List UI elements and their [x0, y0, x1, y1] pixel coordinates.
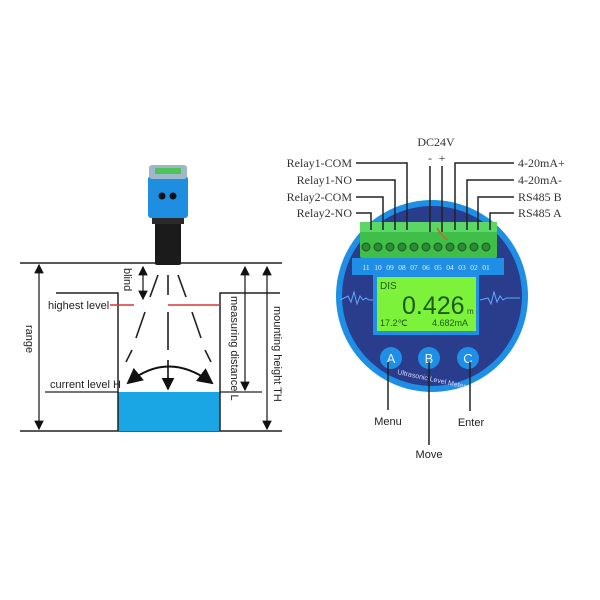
- terminal-screws: [361, 242, 491, 252]
- lcd-current: 4.682mA: [432, 318, 468, 328]
- terminal-label-relay2-com: Relay2-COM: [287, 190, 353, 204]
- terminal-number: 01: [482, 263, 490, 272]
- terminal-number: 10: [374, 263, 382, 272]
- echo-arc-arrow: [126, 365, 214, 385]
- button-c-key: C: [463, 351, 472, 366]
- terminal-number: 02: [470, 263, 478, 272]
- terminal-number: 05: [434, 263, 442, 272]
- move-label: Move: [416, 449, 443, 461]
- terminal-screw: [469, 242, 479, 252]
- terminal-screw: [421, 242, 431, 252]
- button-leader-lines: [387, 362, 471, 445]
- blind-label: blind: [121, 268, 133, 291]
- lcd-mode: DIS: [380, 281, 397, 292]
- terminal-label-rs485-b: RS485 B: [518, 190, 562, 204]
- ultrasonic-sensor: [148, 165, 188, 265]
- terminal-label-relay1-com: Relay1-COM: [287, 156, 353, 170]
- terminal-label-relay2-no: Relay2-NO: [297, 206, 353, 220]
- level-meter-device: 11 10 09 08 07 06 05 04 03 02 01 DIS 0.426 m 17.2℃…: [287, 135, 565, 461]
- installation-diagram: blind highest level range current level …: [20, 165, 283, 432]
- measuring-distance-label: measuring distance L: [228, 296, 240, 401]
- terminal-number-strip: [352, 258, 504, 275]
- lcd-value: 0.426: [402, 292, 465, 320]
- mounting-height-label: mounting height TH: [271, 306, 283, 402]
- terminal-screw: [397, 242, 407, 252]
- terminal-number: 06: [422, 263, 430, 272]
- power-negative: -: [428, 151, 432, 165]
- lcd-temperature: 17.2℃: [380, 318, 408, 328]
- water-fill: [118, 392, 220, 431]
- wire: [436, 227, 449, 241]
- terminal-screw: [445, 242, 455, 252]
- lcd-unit: m: [467, 307, 474, 316]
- tank-left-wall: [56, 292, 119, 431]
- power-label: DC24V: [417, 135, 455, 149]
- terminal-label-rs485-a: RS485 A: [518, 206, 562, 220]
- terminal-screw: [433, 242, 443, 252]
- button-a[interactable]: A: [380, 347, 402, 369]
- current-level-label: current level H: [50, 379, 121, 391]
- terminal-number: 08: [398, 263, 406, 272]
- button-c[interactable]: C: [457, 347, 479, 369]
- waveform-decoration: [339, 290, 520, 306]
- ultrasonic-beams: [125, 274, 212, 363]
- terminal-number: 11: [362, 263, 369, 272]
- menu-label: Menu: [374, 416, 402, 428]
- highest-level-label: highest level: [48, 300, 109, 312]
- button-b-key: B: [425, 351, 434, 366]
- terminal-label-relay1-no: Relay1-NO: [297, 173, 353, 187]
- terminal-screw: [373, 242, 383, 252]
- terminal-label-4-20ma-minus: 4-20mA-: [518, 173, 562, 187]
- enter-label: Enter: [458, 417, 485, 429]
- terminal-block-top: [360, 222, 497, 232]
- button-b[interactable]: B: [418, 347, 440, 369]
- terminal-screw: [457, 242, 467, 252]
- lcd-screen: [377, 277, 476, 331]
- button-a-key: A: [387, 351, 396, 366]
- terminal-label-4-20ma-plus: 4-20mA+: [518, 156, 565, 170]
- power-positive: +: [439, 151, 446, 165]
- terminal-number: 09: [386, 263, 394, 272]
- tank-right-wall: [219, 292, 280, 431]
- terminal-leader-lines: [356, 162, 514, 232]
- terminal-number: 07: [410, 263, 418, 272]
- terminal-screw: [361, 242, 371, 252]
- terminal-number: 04: [446, 263, 454, 272]
- terminal-screw: [409, 242, 419, 252]
- terminal-screw: [385, 242, 395, 252]
- terminal-screw: [481, 242, 491, 252]
- range-label: range: [23, 325, 35, 353]
- terminal-number: 03: [458, 263, 466, 272]
- terminal-numbers: 11 10 09 08 07 06 05 04 03 02 01: [362, 263, 490, 272]
